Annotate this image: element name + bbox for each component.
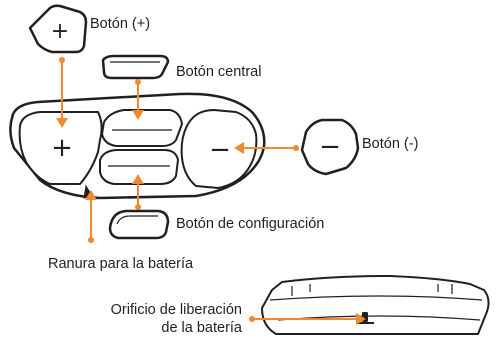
device-body: + − bbox=[9, 92, 266, 200]
center-button-callout-icon bbox=[101, 54, 170, 80]
plus-glyph: + bbox=[51, 19, 69, 44]
config-button-label: Botón de configuración bbox=[176, 216, 325, 232]
minus-glyph-callout: − bbox=[319, 132, 341, 162]
callout-markers bbox=[56, 57, 366, 325]
device-plus-glyph: + bbox=[51, 133, 73, 163]
minus-button-label: Botón (-) bbox=[362, 136, 419, 152]
config-button-callout-icon bbox=[108, 209, 170, 240]
plus-button-callout-icon: + bbox=[28, 4, 88, 54]
battery-slot-label: Ranura para la batería bbox=[48, 256, 194, 272]
device-side-view bbox=[261, 275, 490, 335]
device-minus-glyph: − bbox=[209, 135, 231, 165]
center-button-label: Botón central bbox=[176, 64, 262, 80]
minus-button-callout-icon: − bbox=[300, 118, 360, 176]
callout-lines bbox=[61, 60, 356, 320]
battery-release-label-line1: Orificio de liberación bbox=[110, 302, 242, 318]
plus-button-label: Botón (+) bbox=[90, 16, 151, 32]
battery-release-label-line2: de la batería bbox=[161, 320, 242, 336]
